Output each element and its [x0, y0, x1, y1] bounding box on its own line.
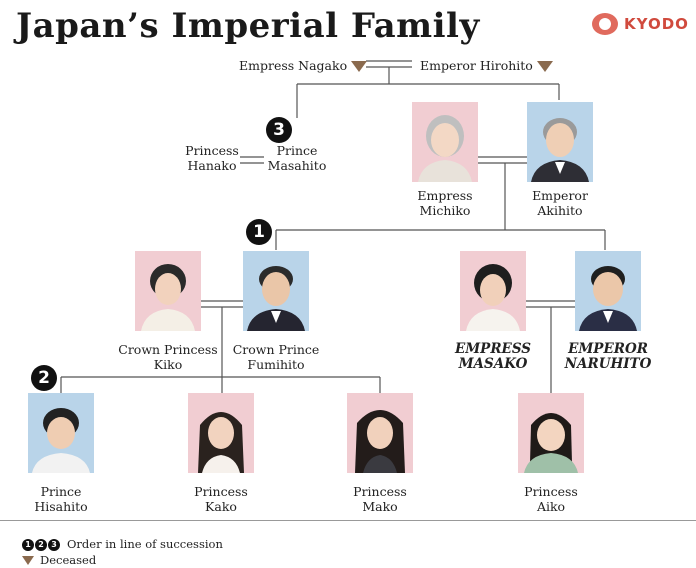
succession-badge-2: 2 [31, 365, 57, 391]
legend-deceased: Deceased [22, 553, 96, 567]
empress-masako-portrait-icon [460, 251, 526, 331]
emperor-akihito-portrait-icon [527, 102, 593, 182]
prince-hisahito-portrait-icon [28, 393, 94, 473]
deceased-icon [22, 555, 34, 565]
emperor-naruhito-portrait-icon [575, 251, 641, 331]
succession-badge-3: 3 [266, 117, 292, 143]
princess-mako-portrait-icon [347, 393, 413, 473]
emperor-hirohito-label: Emperor Hirohito [420, 58, 533, 73]
legend-deceased-label: Deceased [40, 553, 97, 567]
crown-prince-fumihito-portrait-icon [243, 251, 309, 331]
deceased-icon [536, 61, 553, 72]
deceased-icon [351, 61, 368, 72]
emperor-hirohito: Emperor Hirohito [420, 58, 553, 73]
kyodo-logo: KYODO [592, 13, 689, 35]
princess-kako-portrait-icon [188, 393, 254, 473]
crown-princess-kiko-portrait-icon [135, 251, 201, 331]
empress-michiko-portrait-icon [412, 102, 478, 182]
succession-badge-1: 1 [246, 219, 272, 245]
empress-nagako: Empress Nagako [239, 58, 368, 73]
princess-aiko-portrait-icon [518, 393, 584, 473]
empress-nagako-label: Empress Nagako [239, 58, 348, 73]
legend-divider [0, 520, 696, 521]
logo-mark-icon [592, 13, 618, 35]
logo-text: KYODO [624, 15, 689, 33]
page-title: Japan’s Imperial Family [16, 6, 480, 46]
legend-succession-label: Order in line of succession [67, 536, 223, 551]
